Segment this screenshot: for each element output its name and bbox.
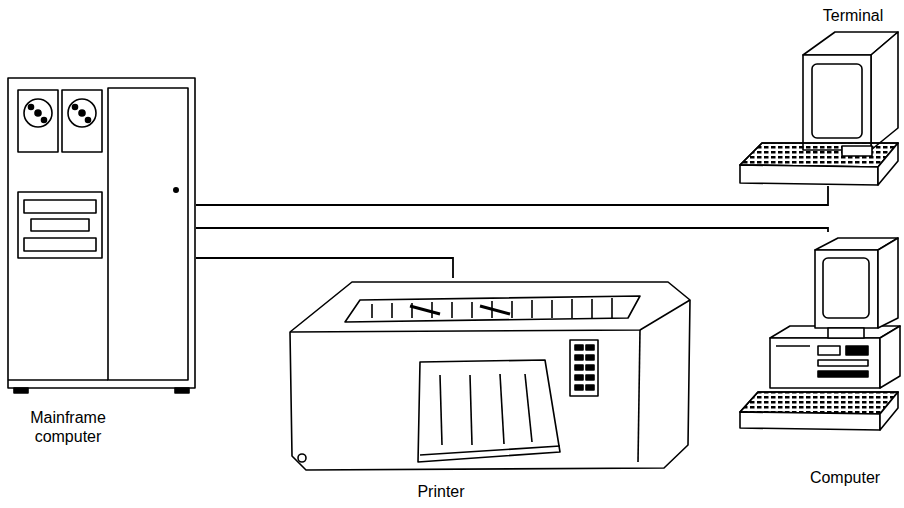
printer-node: Printer — [290, 278, 690, 504]
printer-drawing — [290, 282, 690, 470]
terminal-node: Terminal — [726, 4, 904, 186]
cable-line — [196, 228, 828, 232]
device-label: Computer — [795, 468, 895, 487]
cable-line — [196, 186, 828, 205]
mainframe-node: Mainframe computer — [8, 78, 196, 452]
device-label: Mainframe computer — [8, 408, 128, 446]
device-label: Printer — [391, 482, 491, 501]
terminal-drawing — [740, 32, 898, 185]
computer-drawing — [740, 238, 900, 430]
cable-line — [196, 258, 453, 278]
computer-node: Computer — [730, 232, 900, 492]
device-label: Terminal — [803, 6, 903, 25]
mainframe-drawing — [8, 78, 195, 393]
